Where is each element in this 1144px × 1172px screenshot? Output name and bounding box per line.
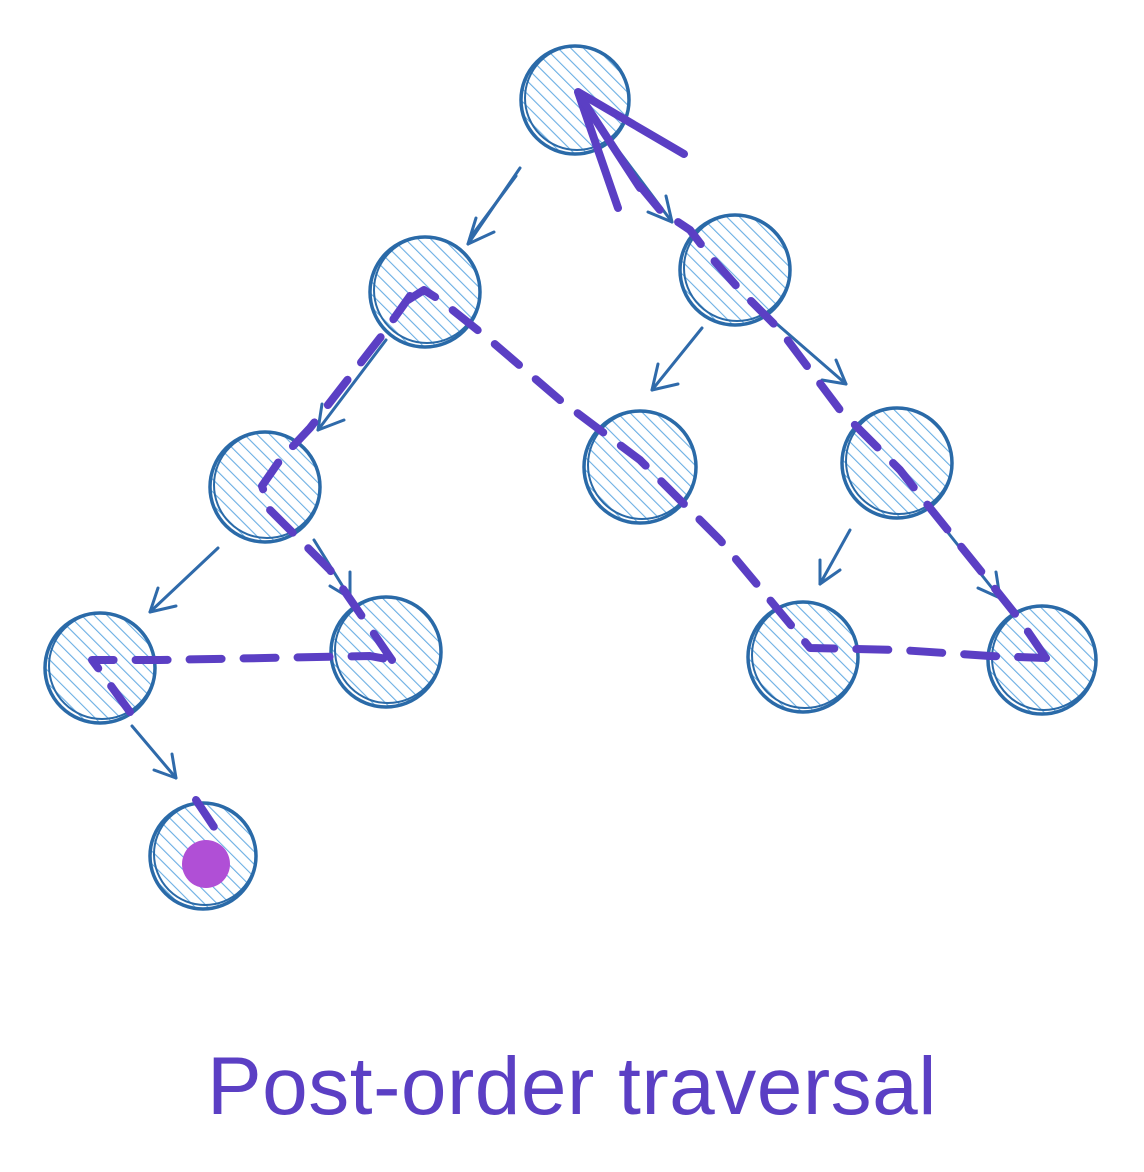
tree-edges [130, 148, 1002, 780]
edge-d-j [130, 724, 178, 780]
tree-diagram [43, 44, 1098, 911]
node-f [582, 409, 698, 525]
traversal-path [88, 88, 1050, 834]
node-b [678, 213, 792, 327]
diagram-caption: Post-order traversal [206, 1041, 938, 1132]
edge-c-d [148, 546, 220, 614]
tree-nodes [43, 44, 1098, 911]
edge-root-a [466, 166, 522, 246]
node-root [519, 44, 631, 156]
traversal-arrow-shaft [576, 92, 644, 192]
edge-a-c [316, 338, 388, 432]
edge-h-i [818, 528, 852, 586]
edge-b-g [650, 326, 704, 392]
node-i [746, 600, 860, 714]
edge-b-h [768, 316, 848, 386]
traversal-arrowhead [574, 88, 688, 212]
traversal-end-marker [182, 840, 230, 888]
traversal-path-dashed [88, 182, 1050, 834]
